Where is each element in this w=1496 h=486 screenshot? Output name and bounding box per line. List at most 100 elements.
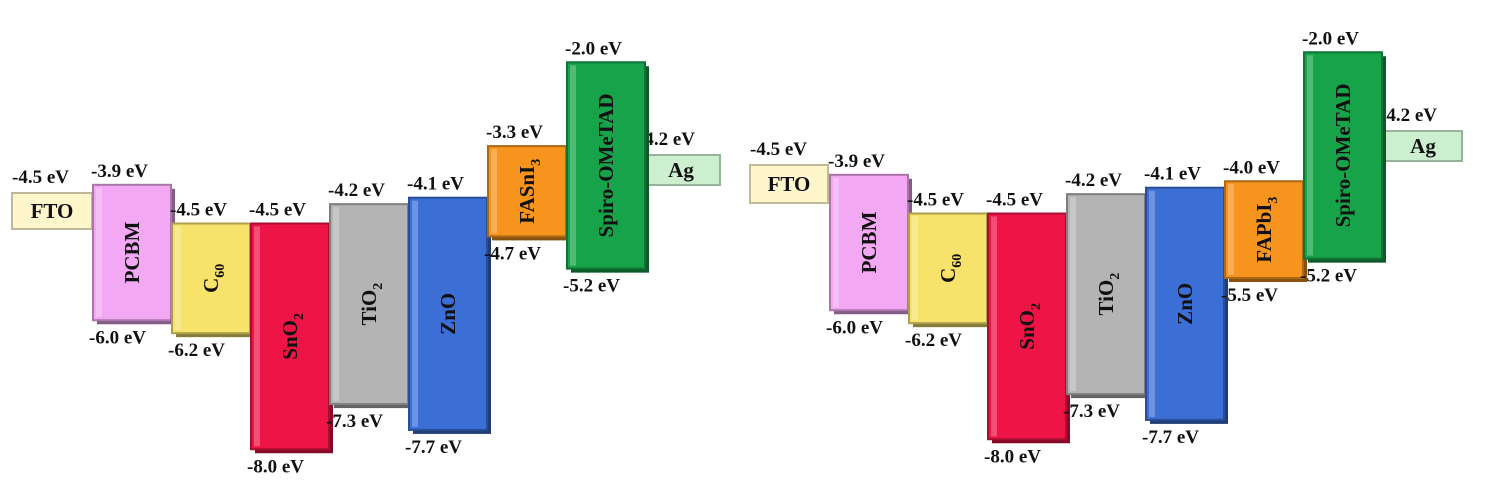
layer-name: TiO2 [1094, 273, 1123, 316]
layer-highlight [412, 200, 418, 427]
vb-level-label: -6.0 eV [826, 317, 883, 338]
layer-spiro-ometad: Spiro-OMeTAD -2.0 eV -5.2 eV [1300, 28, 1386, 287]
layer-name: Spiro-OMeTAD [1331, 84, 1355, 228]
vb-level-label: -5.2 eV [563, 276, 620, 297]
ag-label: Ag [668, 158, 694, 182]
layer-highlight [254, 226, 260, 447]
layer-fasni3: FASnI3 -3.3 eV -4.7 eV [484, 122, 570, 264]
cb-level-label: -4.1 eV [407, 174, 464, 195]
ag-box [1383, 130, 1463, 162]
vb-level-label: -4.7 eV [484, 243, 541, 264]
layer-highlight [1070, 197, 1076, 392]
layer-box [408, 196, 488, 431]
ag-electrode: Ag -4.2 eV [1380, 105, 1463, 162]
layer-name: ZnO [436, 293, 460, 335]
layer-name: ZnO [1173, 283, 1197, 325]
layer-box [329, 203, 409, 406]
layer-highlight [333, 207, 339, 402]
cb-level-label: -4.5 eV [986, 190, 1043, 211]
cb-level-label: -4.0 eV [1223, 157, 1280, 178]
fto-label: FTO [768, 172, 811, 196]
vb-level-label: -7.3 eV [326, 411, 383, 432]
layer-zno: ZnO -4.1 eV -7.7 eV [1142, 164, 1228, 448]
cb-level-label: -4.5 eV [907, 190, 964, 211]
ag-level-label: -4.2 eV [638, 129, 695, 150]
layer-name: FAPbI3 [1252, 197, 1281, 263]
layer-box [1224, 180, 1304, 279]
layer-box [987, 212, 1067, 441]
cb-level-label: -4.2 eV [328, 180, 385, 201]
layer-highlight [491, 149, 497, 234]
cb-level-label: -3.9 eV [91, 161, 148, 182]
layer-name: SnO2 [278, 313, 307, 360]
layer-box [1145, 186, 1225, 421]
layer-pcbm: PCBM -3.9 eV -6.0 eV [89, 161, 175, 348]
layer-name: PCBM [857, 211, 881, 273]
fto-electrode: FTO -4.5 eV [749, 139, 829, 204]
fto-label: FTO [31, 199, 74, 223]
ag-label: Ag [1410, 134, 1436, 158]
layer-c60: C60 -4.5 eV -6.2 eV [905, 190, 991, 351]
cb-level-label: -2.0 eV [1302, 28, 1359, 49]
layer-name: FASnI3 [515, 159, 544, 224]
vb-level-label: -8.0 eV [984, 446, 1041, 467]
vb-level-label: -7.3 eV [1063, 401, 1120, 422]
cb-level-label: -3.3 eV [486, 122, 543, 143]
layer-c60: C60 -4.5 eV -6.2 eV [168, 200, 254, 361]
fto-level-label: -4.5 eV [12, 167, 69, 188]
ag-electrode: Ag -4.2 eV [638, 129, 721, 186]
vb-level-label: -7.7 eV [405, 437, 462, 458]
layer-box [171, 222, 251, 335]
layer-name: Spiro-OMeTAD [594, 94, 618, 238]
vb-level-label: -5.5 eV [1221, 285, 1278, 306]
layer-highlight [833, 177, 839, 308]
layer-highlight [991, 216, 997, 437]
vb-level-label: -8.0 eV [247, 456, 304, 477]
layer-sno2: SnO2-4.5 eV-8.0 eV [247, 200, 333, 477]
band-diagram-2: FTO -4.5 eV Ag -4.2 eV PCBM -3.9 eV -6.0 eV C60… [749, 28, 1463, 467]
fto-level-label: -4.5 eV [750, 139, 807, 160]
vb-level-label: -6.2 eV [905, 330, 962, 351]
layer-name: SnO2 [1015, 303, 1044, 350]
cb-level-label: -3.9 eV [828, 151, 885, 172]
layer-name: PCBM [120, 221, 144, 283]
layer-highlight [570, 65, 576, 266]
layer-name: TiO2 [357, 283, 386, 326]
layer-zno: ZnO -4.1 eV -7.7 eV [405, 174, 491, 458]
fto-box [749, 164, 829, 204]
layer-tio2: TiO2 -4.2 eV -7.3 eV [1063, 170, 1149, 422]
cb-level-label: -4.2 eV [1065, 170, 1122, 191]
cb-level-label: -2.0 eV [565, 38, 622, 59]
layer-box [908, 212, 988, 325]
layer-name: C60 [199, 264, 228, 293]
ag-level-label: -4.2 eV [1380, 105, 1437, 126]
layer-spiro-ometad: Spiro-OMeTAD -2.0 eV -5.2 eV [563, 38, 649, 297]
band-diagram-1: FTO -4.5 eV Ag -4.2 eV PCBM -3.9 eV -6.0 eV C60… [11, 38, 721, 477]
layer-box [829, 173, 909, 312]
cb-level-label: -4.1 eV [1144, 164, 1201, 185]
layer-pcbm: PCBM -3.9 eV -6.0 eV [826, 151, 912, 338]
layer-sno2: SnO2 -4.5 eV -8.0 eV [984, 190, 1070, 467]
layer-highlight [1307, 55, 1313, 256]
layer-box [92, 183, 172, 322]
layer-highlight [175, 226, 181, 331]
layer-highlight [1149, 190, 1155, 417]
cb-level-label: -4.5 eV [170, 200, 227, 221]
layer-box [487, 145, 567, 238]
layer-highlight [1228, 184, 1234, 275]
layer-box [1303, 51, 1383, 260]
layer-tio2: TiO2 -4.2 eV -7.3 eV [326, 180, 412, 432]
layer-fapbi3: FAPbI3 -4.0 eV -5.5 eV [1221, 157, 1307, 306]
vb-level-label: -7.7 eV [1142, 427, 1199, 448]
fto-electrode: FTO -4.5 eV [11, 167, 93, 230]
layer-box [1066, 193, 1146, 396]
layer-highlight [96, 187, 102, 318]
fto-box [11, 192, 93, 230]
vb-level-label: -6.2 eV [168, 340, 225, 361]
vb-level-label: -6.0 eV [89, 327, 146, 348]
ag-box [641, 154, 721, 186]
layer-box [566, 61, 646, 270]
layer-name: C60 [936, 254, 965, 283]
vb-level-label: -5.2 eV [1300, 266, 1357, 287]
